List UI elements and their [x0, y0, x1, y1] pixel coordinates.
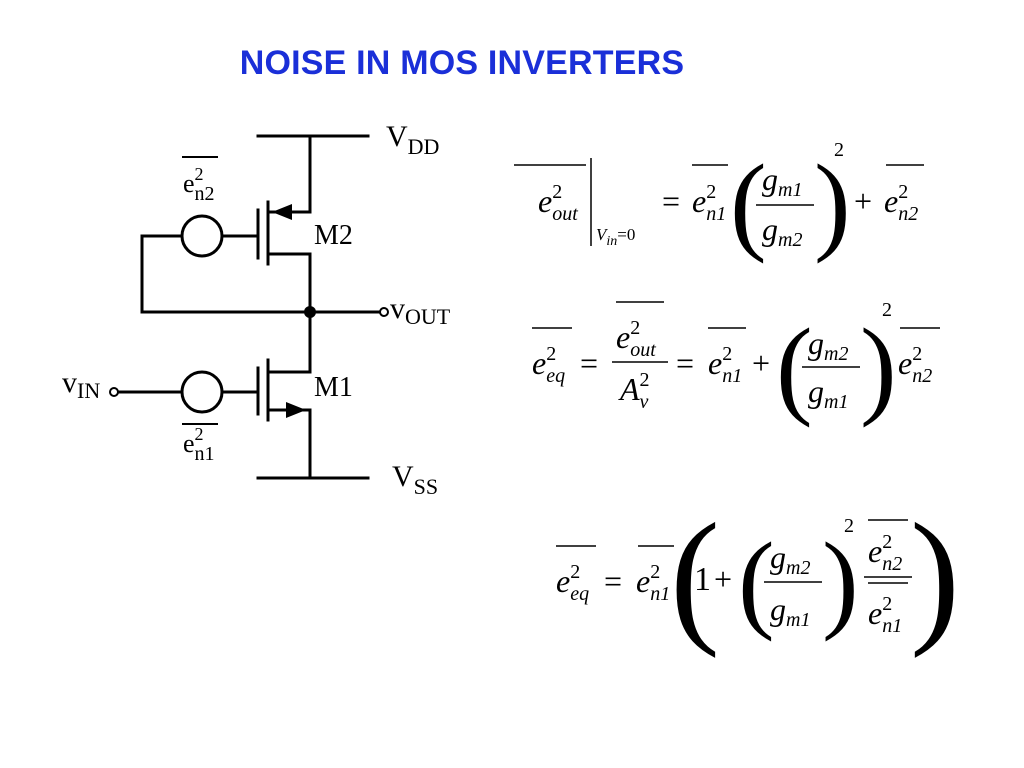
output-node-dot [304, 306, 316, 318]
slide-title: NOISE IN MOS INVERTERS [239, 44, 685, 82]
eq1-equals: = [662, 183, 680, 219]
eq1-den: gm2 [762, 211, 802, 251]
eq1-power: 2 [834, 139, 844, 161]
eq3-lparen: ( [738, 520, 775, 642]
eq1-condition: Vin=0 [596, 225, 635, 249]
eq3-one: 1 [694, 561, 711, 598]
eq2-plus: + [752, 345, 770, 381]
eq2-rparen: ) [860, 306, 897, 428]
eq3-den: gm1 [770, 591, 810, 631]
eq3-rparen: ) [822, 520, 859, 642]
eq2-power: 2 [882, 299, 892, 321]
eq1-lparen: ( [730, 142, 767, 264]
eq1-plus: + [854, 183, 872, 219]
m2-source-arrow [272, 204, 292, 220]
vss-label: VSS [392, 460, 438, 499]
input-terminal [109, 387, 119, 397]
vout-label: vOUT [390, 292, 451, 329]
eq3-equals: = [604, 563, 622, 599]
eq2-equals-2: = [676, 345, 694, 381]
eq3-big-rparen: ) [910, 493, 960, 659]
m2-label: M2 [314, 220, 353, 251]
eq3-plus: + [714, 561, 732, 597]
eq2-den: gm1 [808, 373, 848, 413]
eq3-num: gm2 [770, 539, 810, 579]
eq3-power: 2 [844, 515, 854, 537]
vin-label: vIN [62, 366, 100, 403]
eq1-rparen: ) [814, 142, 851, 264]
m1-source-arrow [286, 402, 306, 418]
inverter-circuit [116, 134, 382, 480]
m1-label: M1 [314, 372, 353, 403]
eq2-equals-1: = [580, 345, 598, 381]
output-terminal [379, 307, 389, 317]
eq2-num: gm2 [808, 325, 848, 365]
eq1-num: gm1 [762, 161, 802, 201]
noise-source-m1 [180, 370, 224, 414]
noise-source-m2 [180, 214, 224, 258]
eq3-big-lparen: ( [670, 493, 720, 659]
vdd-label: VDD [386, 120, 439, 159]
